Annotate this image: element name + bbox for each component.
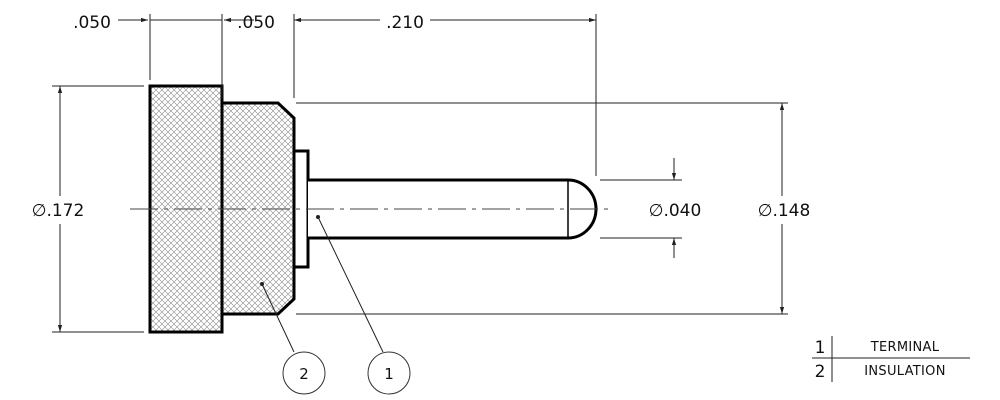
dim-pin-diameter: ∅.040: [649, 201, 702, 221]
balloon-terminal-label: 1: [384, 365, 394, 383]
legend-row-1-name: TERMINAL: [870, 340, 940, 355]
dimension-lines: [57, 17, 785, 332]
balloon-insulation: 2: [282, 351, 326, 395]
parts-legend: 1 TERMINAL 2 INSULATION: [812, 336, 970, 382]
extension-lines: [52, 14, 788, 333]
legend-row-1-num: 1: [815, 338, 826, 358]
dim-pin-length: .210: [386, 13, 424, 33]
balloon-terminal: 1: [367, 351, 411, 395]
legend-row-2-num: 2: [815, 362, 826, 382]
dim-width-2: .050: [237, 13, 275, 33]
balloon-insulation-label: 2: [299, 365, 309, 383]
dim-outer-diameter: ∅.172: [32, 201, 85, 221]
dim-width-1: .050: [73, 13, 111, 33]
legend-row-2-name: INSULATION: [864, 364, 945, 379]
dim-insulation-diameter: ∅.148: [758, 201, 811, 221]
insulation-body: [220, 101, 296, 316]
balloon-leaders: [260, 215, 384, 353]
